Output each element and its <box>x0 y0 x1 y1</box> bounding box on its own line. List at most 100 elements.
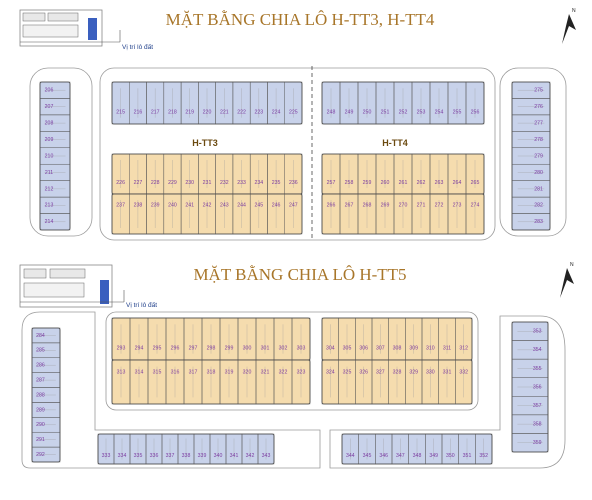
lot-number: 207 <box>45 104 54 110</box>
lot-number: 240 <box>168 203 177 209</box>
lot-number: 219 <box>185 110 194 116</box>
lot-number: 337 <box>166 453 175 459</box>
lot-number: 302 <box>279 346 288 352</box>
lot-number: 343 <box>262 453 271 459</box>
lot-323[interactable] <box>291 359 311 405</box>
lot-number: 213 <box>45 203 54 209</box>
location-map-top <box>19 9 121 47</box>
lot-number: 228 <box>151 180 160 186</box>
lot-number: 355 <box>533 366 542 372</box>
lot-number: 234 <box>254 180 263 186</box>
lot-number: 320 <box>243 370 252 376</box>
location-map-bottom <box>19 264 125 308</box>
lot-283[interactable] <box>511 213 551 231</box>
lot-number: 322 <box>279 370 288 376</box>
lot-number: 242 <box>203 203 212 209</box>
lot-number: 311 <box>443 346 451 352</box>
lot-number: 260 <box>381 180 390 186</box>
lot-247[interactable] <box>284 193 303 235</box>
lot-number: 285 <box>36 348 45 354</box>
lot-number: 210 <box>45 153 54 159</box>
lot-number: 253 <box>417 110 426 116</box>
lot-number: 312 <box>459 346 468 352</box>
lot-number: 251 <box>381 110 390 116</box>
lot-number: 304 <box>326 346 335 352</box>
lot-number: 223 <box>254 110 263 116</box>
lot-number: 305 <box>343 346 352 352</box>
lot-number: 212 <box>45 186 54 192</box>
lot-number: 323 <box>297 370 306 376</box>
lot-number: 246 <box>272 203 281 209</box>
lot-number: 345 <box>363 453 372 459</box>
lot-number: 319 <box>225 370 234 376</box>
lot-359[interactable] <box>511 433 549 453</box>
lot-number: 301 <box>261 346 270 352</box>
lot-292[interactable] <box>31 446 61 463</box>
lot-number: 308 <box>393 346 402 352</box>
lot-number: 255 <box>453 110 462 116</box>
lot-number: 252 <box>399 110 408 116</box>
lot-number: 310 <box>426 346 435 352</box>
lot-number: 211 <box>45 170 53 176</box>
lot-214[interactable] <box>39 213 71 231</box>
lot-number: 265 <box>471 180 480 186</box>
lot-number: 350 <box>446 453 455 459</box>
lot-number: 247 <box>289 203 298 209</box>
lot-343[interactable] <box>257 433 275 465</box>
lot-number: 306 <box>359 346 368 352</box>
lot-number: 336 <box>150 453 159 459</box>
road-outline-bottom <box>21 311 566 469</box>
lot-number: 278 <box>534 137 543 143</box>
lot-number: 272 <box>435 203 444 209</box>
lot-number: 235 <box>272 180 281 186</box>
lot-352[interactable] <box>475 433 493 465</box>
lot-225[interactable] <box>284 81 303 125</box>
lot-number: 325 <box>343 370 352 376</box>
lot-number: 243 <box>220 203 229 209</box>
lot-number: 346 <box>379 453 388 459</box>
svg-text:N: N <box>570 262 574 268</box>
lot-number: 290 <box>36 422 45 428</box>
lot-number: 241 <box>185 203 194 209</box>
lot-number: 338 <box>182 453 191 459</box>
lot-number: 341 <box>230 453 239 459</box>
north-arrow-top-icon: N <box>562 8 576 44</box>
lot-number: 206 <box>45 88 54 94</box>
lot-number: 318 <box>207 370 216 376</box>
lot-number: 248 <box>327 110 336 116</box>
lot-274[interactable] <box>465 193 485 235</box>
lot-number: 280 <box>534 170 543 176</box>
lot-number: 294 <box>135 346 144 352</box>
lot-number: 227 <box>134 180 143 186</box>
lot-number: 279 <box>534 153 543 159</box>
lot-number: 347 <box>396 453 405 459</box>
lot-number: 313 <box>117 370 126 376</box>
lot-number: 225 <box>289 110 298 116</box>
lot-number: 357 <box>533 403 542 409</box>
lot-number: 330 <box>426 370 435 376</box>
lot-256[interactable] <box>465 81 485 125</box>
lot-number: 217 <box>151 110 160 116</box>
north-arrow-bottom-icon: N <box>560 262 574 298</box>
lot-number: 303 <box>297 346 306 352</box>
lot-number: 259 <box>363 180 372 186</box>
lot-332[interactable] <box>455 359 473 405</box>
lot-number: 216 <box>134 110 143 116</box>
lot-number: 314 <box>135 370 144 376</box>
lot-number: 289 <box>36 407 45 413</box>
lot-number: 307 <box>376 346 385 352</box>
lot-number: 245 <box>254 203 263 209</box>
lot-number: 281 <box>534 186 543 192</box>
lot-number: 270 <box>399 203 408 209</box>
lot-number: 291 <box>36 437 45 443</box>
lot-number: 273 <box>453 203 462 209</box>
